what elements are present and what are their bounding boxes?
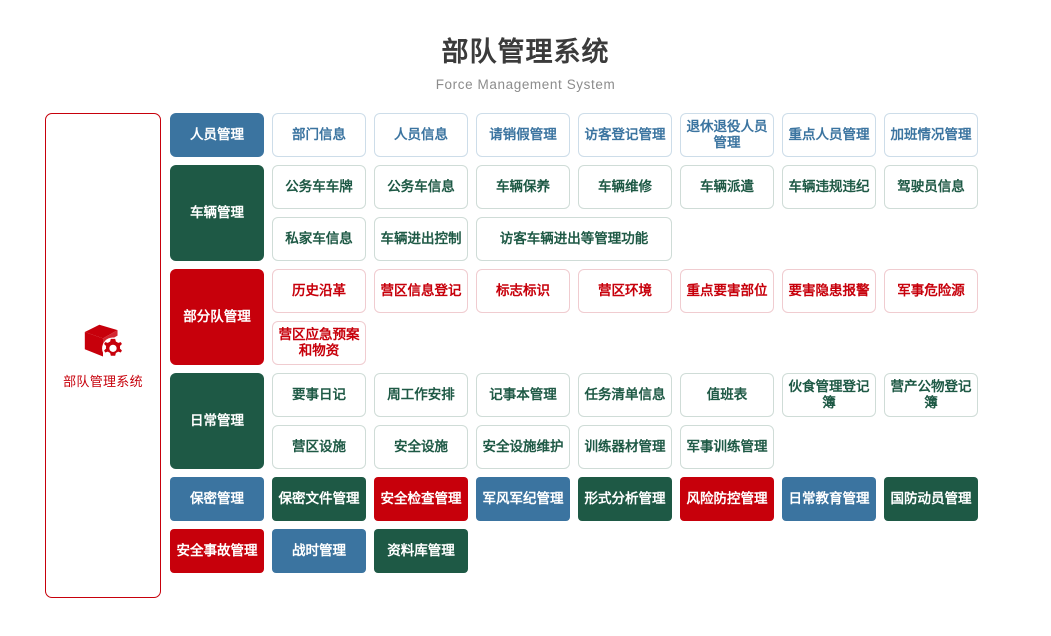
module-tile[interactable]: 安全检查管理: [374, 477, 468, 522]
module-card[interactable]: 重点人员管理: [782, 113, 876, 158]
module-item-line: 私家车信息车辆进出控制访客车辆进出等管理功能: [272, 217, 1051, 262]
page-header: 部队管理系统 Force Management System: [0, 0, 1051, 92]
module-card[interactable]: 请销假管理: [476, 113, 570, 158]
module-card[interactable]: 访客车辆进出等管理功能: [476, 217, 672, 262]
module-card[interactable]: 安全设施: [374, 425, 468, 470]
module-tile[interactable]: 安全事故管理: [170, 529, 264, 574]
module-group-items: 公务车车牌公务车信息车辆保养车辆维修车辆派遣车辆违规违纪驾驶员信息私家车信息车辆…: [272, 165, 1051, 262]
module-item-line: 营区设施安全设施安全设施维护训练器材管理军事训练管理: [272, 425, 1051, 470]
module-tile[interactable]: 国防动员管理: [884, 477, 978, 522]
module-card[interactable]: 伙食管理登记簿: [782, 373, 876, 418]
module-card[interactable]: 安全设施维护: [476, 425, 570, 470]
module-card[interactable]: 要害隐患报警: [782, 269, 876, 314]
module-card[interactable]: 私家车信息: [272, 217, 366, 262]
module-item-line: 公务车车牌公务车信息车辆保养车辆维修车辆派遣车辆违规违纪驾驶员信息: [272, 165, 1051, 210]
module-group-row: 人员管理部门信息人员信息请销假管理访客登记管理退休退役人员管理重点人员管理加班情…: [170, 113, 1051, 158]
module-card[interactable]: 驾驶员信息: [884, 165, 978, 210]
module-tile[interactable]: 日常教育管理: [782, 477, 876, 522]
module-card[interactable]: 营区应急预案和物资: [272, 321, 366, 366]
module-item-line: 历史沿革营区信息登记标志标识营区环境重点要害部位要害隐患报警军事危险源: [272, 269, 1051, 314]
module-item-line: 营区应急预案和物资: [272, 321, 1051, 366]
module-group-row: 车辆管理公务车车牌公务车信息车辆保养车辆维修车辆派遣车辆违规违纪驾驶员信息私家车…: [170, 165, 1051, 262]
module-card[interactable]: 车辆维修: [578, 165, 672, 210]
module-card[interactable]: 公务车信息: [374, 165, 468, 210]
module-tile[interactable]: 风险防控管理: [680, 477, 774, 522]
module-tile-row: 安全事故管理战时管理资料库管理: [170, 529, 1051, 574]
module-card[interactable]: 公务车车牌: [272, 165, 366, 210]
module-group-items: 部门信息人员信息请销假管理访客登记管理退休退役人员管理重点人员管理加班情况管理: [272, 113, 1051, 158]
module-card[interactable]: 部门信息: [272, 113, 366, 158]
module-card[interactable]: 历史沿革: [272, 269, 366, 314]
module-group-row: 日常管理要事日记周工作安排记事本管理任务清单信息值班表伙食管理登记簿营产公物登记…: [170, 373, 1051, 470]
module-card[interactable]: 营产公物登记簿: [884, 373, 978, 418]
module-card[interactable]: 军事危险源: [884, 269, 978, 314]
module-card[interactable]: 军事训练管理: [680, 425, 774, 470]
module-card[interactable]: 访客登记管理: [578, 113, 672, 158]
module-card[interactable]: 车辆派遣: [680, 165, 774, 210]
module-card[interactable]: 值班表: [680, 373, 774, 418]
module-tile[interactable]: 军风军纪管理: [476, 477, 570, 522]
module-tile[interactable]: 保密文件管理: [272, 477, 366, 522]
module-card[interactable]: 任务清单信息: [578, 373, 672, 418]
module-category-2[interactable]: 车辆管理: [170, 165, 264, 262]
module-group-items: 历史沿革营区信息登记标志标识营区环境重点要害部位要害隐患报警军事危险源营区应急预…: [272, 269, 1051, 366]
module-tile[interactable]: 保密管理: [170, 477, 264, 522]
module-item-line: 要事日记周工作安排记事本管理任务清单信息值班表伙食管理登记簿营产公物登记簿: [272, 373, 1051, 418]
module-item-line: 部门信息人员信息请销假管理访客登记管理退休退役人员管理重点人员管理加班情况管理: [272, 113, 1051, 158]
module-tile-row: 保密管理保密文件管理安全检查管理军风军纪管理形式分析管理风险防控管理日常教育管理…: [170, 477, 1051, 522]
module-card[interactable]: 车辆违规违纪: [782, 165, 876, 210]
module-card[interactable]: 重点要害部位: [680, 269, 774, 314]
module-card[interactable]: 车辆保养: [476, 165, 570, 210]
sidebar-brand-panel[interactable]: 部队管理系统: [45, 113, 161, 599]
page-title: 部队管理系统: [441, 37, 610, 67]
module-tile[interactable]: 形式分析管理: [578, 477, 672, 522]
module-group-row: 部分队管理历史沿革营区信息登记标志标识营区环境重点要害部位要害隐患报警军事危险源…: [170, 269, 1051, 366]
module-category-1[interactable]: 人员管理: [170, 113, 264, 158]
module-card[interactable]: 加班情况管理: [884, 113, 978, 158]
module-card[interactable]: 要事日记: [272, 373, 366, 418]
module-grid: 人员管理部门信息人员信息请销假管理访客登记管理退休退役人员管理重点人员管理加班情…: [170, 113, 1051, 574]
module-category-3[interactable]: 部分队管理: [170, 269, 264, 366]
module-card[interactable]: 营区环境: [578, 269, 672, 314]
module-card[interactable]: 营区设施: [272, 425, 366, 470]
module-card[interactable]: 标志标识: [476, 269, 570, 314]
page-subtitle: Force Management System: [435, 77, 616, 93]
module-card[interactable]: 营区信息登记: [374, 269, 468, 314]
module-card[interactable]: 周工作安排: [374, 373, 468, 418]
module-group-items: 要事日记周工作安排记事本管理任务清单信息值班表伙食管理登记簿营产公物登记簿营区设…: [272, 373, 1051, 470]
module-tile[interactable]: 战时管理: [272, 529, 366, 574]
sidebar-brand-label: 部队管理系统: [63, 373, 143, 389]
module-card[interactable]: 退休退役人员管理: [680, 113, 774, 158]
cube-gear-icon: [81, 322, 125, 362]
module-card[interactable]: 训练器材管理: [578, 425, 672, 470]
module-category-4[interactable]: 日常管理: [170, 373, 264, 470]
module-card[interactable]: 记事本管理: [476, 373, 570, 418]
content-area: 部队管理系统 人员管理部门信息人员信息请销假管理访客登记管理退休退役人员管理重点…: [0, 113, 1051, 599]
module-card[interactable]: 车辆进出控制: [374, 217, 468, 262]
module-card[interactable]: 人员信息: [374, 113, 468, 158]
module-tile[interactable]: 资料库管理: [374, 529, 468, 574]
